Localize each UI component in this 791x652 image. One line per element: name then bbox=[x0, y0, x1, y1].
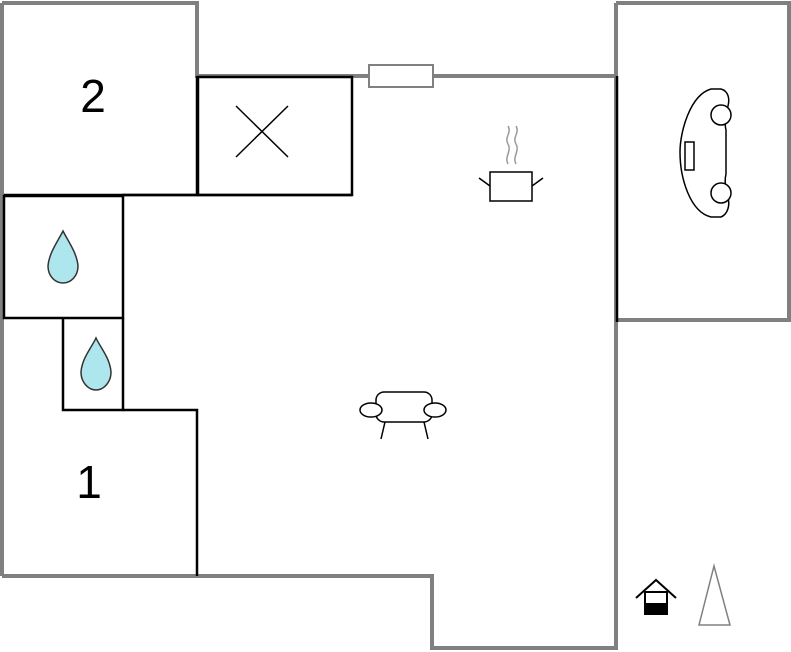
entrance-house-icon bbox=[635, 578, 677, 615]
cooking-pot-icon bbox=[478, 125, 544, 202]
inner-walls bbox=[2, 75, 619, 576]
water-drop-icon bbox=[47, 229, 79, 284]
room-label-2: 2 bbox=[80, 70, 106, 122]
sofa-icon bbox=[359, 391, 447, 440]
car-icon bbox=[679, 88, 732, 218]
north-arrow-icon bbox=[698, 563, 731, 626]
cross-icon bbox=[235, 105, 289, 158]
water-drop-icon bbox=[80, 336, 112, 391]
window-icon bbox=[368, 64, 434, 88]
room-label-1: 1 bbox=[76, 456, 102, 508]
